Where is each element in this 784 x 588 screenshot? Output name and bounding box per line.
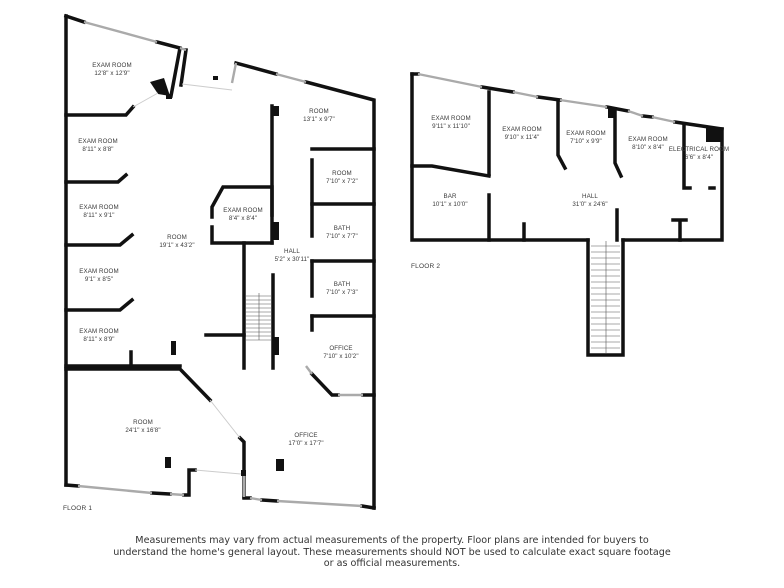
- room-dims: 5'2" x 30'11": [274, 256, 310, 263]
- room-name: EXAM ROOM: [223, 207, 263, 214]
- room-dims: 10'1" x 10'0": [432, 201, 468, 208]
- room-dims: 17'0" x 17'7": [288, 440, 324, 447]
- room-name: EXAM ROOM: [92, 62, 132, 69]
- floor-1-windows: [77, 20, 363, 508]
- room-name: BATH: [333, 225, 351, 232]
- room-name: ROOM: [332, 170, 352, 177]
- room-name: OFFICE: [294, 432, 318, 439]
- room-name: EXAM ROOM: [79, 204, 119, 211]
- room-name: ROOM: [167, 234, 187, 241]
- room-dims: 9'11" x 11'10": [432, 123, 470, 130]
- floor-1-walls: [63, 13, 377, 511]
- room-name: EXAM ROOM: [502, 126, 542, 133]
- room-dims: 7'10" x 7'7": [326, 233, 358, 240]
- room-dims: 6'6" x 8'4": [684, 154, 714, 161]
- floor-2-stairs: [591, 241, 620, 353]
- room-dims: 8'11" x 8'8": [82, 146, 114, 153]
- room-name: ELECTRICAL ROOM: [668, 146, 730, 153]
- room-dims: 9'1" x 8'5": [84, 276, 114, 283]
- room-name: BATH: [333, 281, 351, 288]
- floor-1-stairs: [246, 293, 272, 341]
- room-dims: 8'11" x 8'9": [83, 336, 115, 343]
- floor-2-label: FLOOR 2: [411, 263, 441, 270]
- room-name: ROOM: [133, 419, 153, 426]
- floor-2-windows: [417, 72, 676, 124]
- room-name: EXAM ROOM: [79, 268, 119, 275]
- room-dims: 7'10" x 7'3": [326, 289, 358, 296]
- room-name: EXAM ROOM: [78, 138, 118, 145]
- room-dims: 12'8" x 12'9": [94, 70, 130, 77]
- room-dims: 8'10" x 8'4": [632, 144, 664, 151]
- room-dims: 7'10" x 10'2": [323, 353, 359, 360]
- room-name: HALL: [284, 248, 300, 255]
- room-dims: 13'1" x 9'7": [303, 116, 335, 123]
- room-name: EXAM ROOM: [628, 136, 668, 143]
- room-dims: 8'4" x 8'4": [228, 215, 258, 222]
- room-dims: 7'10" x 9'9": [570, 138, 602, 145]
- room-name: BAR: [443, 193, 457, 200]
- room-dims: 7'10" x 7'2": [326, 178, 358, 185]
- room-name: EXAM ROOM: [79, 328, 119, 335]
- floor-1-doors: [132, 83, 242, 475]
- room-name: OFFICE: [329, 345, 353, 352]
- room-dims: 19'1" x 43'2": [159, 242, 195, 249]
- room-name: EXAM ROOM: [431, 115, 471, 122]
- floor-2-walls: [410, 72, 724, 357]
- room-name: ROOM: [309, 108, 329, 115]
- measurement-disclaimer: Measurements may vary from actual measur…: [113, 535, 671, 569]
- room-dims: 9'10" x 11'4": [504, 134, 540, 141]
- room-name: HALL: [582, 193, 598, 200]
- floor-2-columns: [608, 108, 721, 142]
- room-dims: 8'11" x 9'1": [83, 212, 115, 219]
- room-name: EXAM ROOM: [566, 130, 606, 137]
- room-dims: 31'0" x 24'6": [572, 201, 608, 208]
- floor-1-columns: [150, 76, 284, 476]
- room-dims: 24'1" x 16'8": [125, 427, 161, 434]
- floor-1-label: FLOOR 1: [63, 505, 93, 512]
